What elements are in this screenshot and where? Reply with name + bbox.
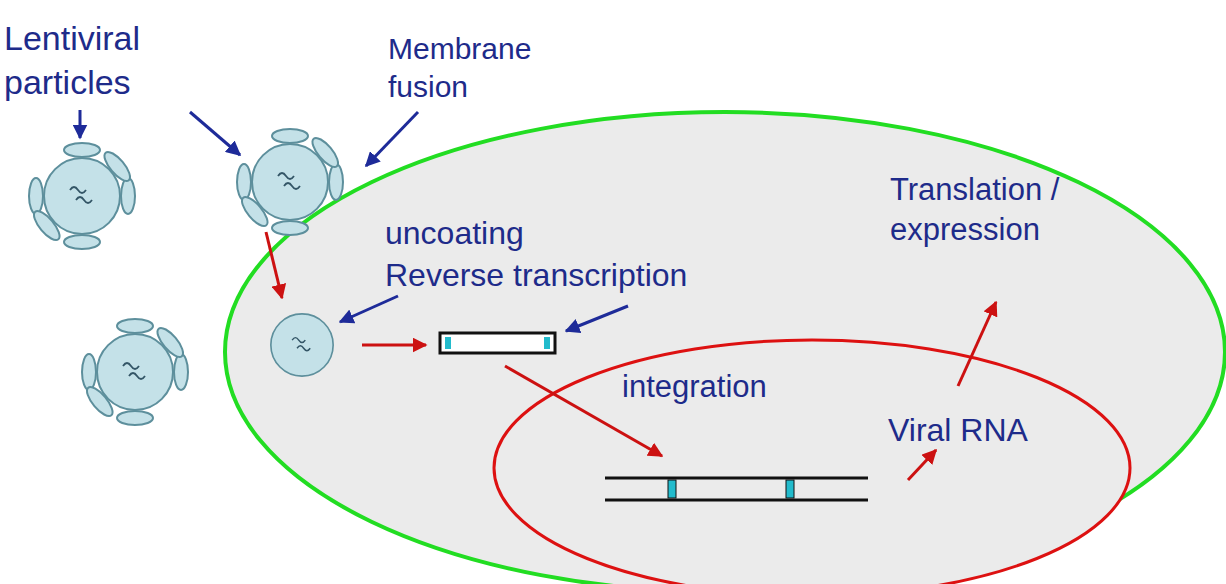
lentiviral-particle [82,319,188,425]
callout-label: integration [622,368,767,406]
callout-label: Lentiviral particles [4,16,140,104]
callout-label: Translation / expression [890,170,1059,250]
viral-dna [440,333,555,353]
process-arrow [266,232,282,298]
process-arrow [958,302,996,386]
callout-label: uncoating Reverse transcription [385,212,687,296]
lentiviral-particle [29,143,135,249]
pointer-arrow [340,296,398,322]
lentiviral-particle [237,129,343,235]
pointer-arrow [79,110,82,138]
host-dna [605,499,868,502]
process-arrow [362,344,426,347]
pointer-arrow [366,112,418,166]
callout-label: Membrane fusion [388,30,531,106]
callout-label: Viral RNA [888,410,1028,450]
process-arrow [908,450,936,480]
uncoated-capsid [271,314,333,376]
pointer-arrow [566,306,628,331]
nucleus [494,340,1130,584]
pointer-arrow [190,112,240,155]
host-dna [605,477,868,480]
